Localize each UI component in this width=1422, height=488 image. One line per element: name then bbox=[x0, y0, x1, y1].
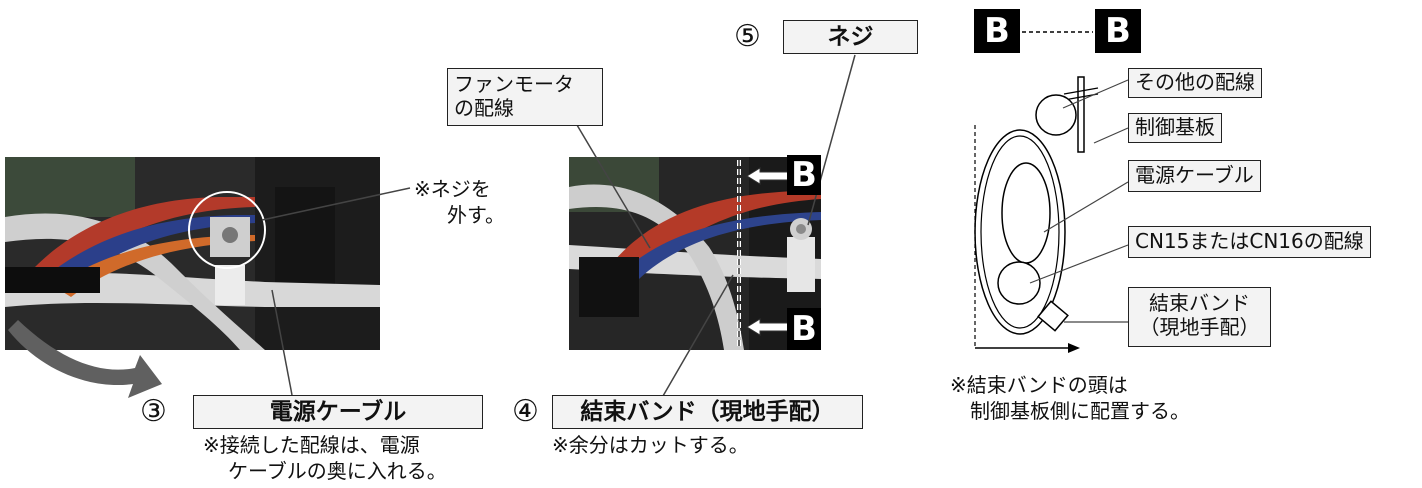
connected-wiring-note-line2: ケーブルの奥に入れる。 bbox=[228, 459, 447, 483]
fan-motor-wiring-line2: の配線 bbox=[454, 96, 514, 120]
fan-motor-wiring-line1: ファンモータ bbox=[454, 72, 574, 96]
other-wiring-label: その他の配線 bbox=[1128, 68, 1262, 98]
cut-excess-note: ※余分はカットする。 bbox=[552, 433, 749, 457]
section-marker-b-right: B bbox=[1095, 9, 1141, 53]
section-marker-b-photo-top: B bbox=[787, 155, 821, 195]
section-marker-b-photo-bottom: B bbox=[787, 308, 821, 350]
middle-photo bbox=[569, 157, 821, 350]
binding-band-cross-label: 結束バンド （現地手配） bbox=[1128, 287, 1271, 347]
power-cable-label: 電源ケーブル bbox=[193, 395, 483, 429]
binding-band-label: 結束バンド（現地手配） bbox=[552, 395, 863, 429]
cn-wiring-label: CN15またはCN16の配線 bbox=[1128, 226, 1371, 258]
callout-number-3: ③ bbox=[140, 394, 167, 429]
section-marker-b-left: B bbox=[974, 9, 1020, 53]
power-cable-cross-label: 電源ケーブル bbox=[1128, 160, 1261, 192]
screw-label: ネジ bbox=[783, 20, 918, 54]
screw-remove-note-line1: ※ネジを bbox=[414, 177, 491, 201]
binding-band-cross-line2: （現地手配） bbox=[1139, 315, 1260, 339]
callout-number-5: ⑤ bbox=[734, 19, 761, 54]
control-board-label: 制御基板 bbox=[1128, 113, 1222, 143]
band-head-note-line1: ※結束バンドの頭は bbox=[950, 373, 1128, 397]
connected-wiring-note-line1: ※接続した配線は、電源 bbox=[203, 433, 420, 457]
screw-remove-note-line2: 外す。 bbox=[447, 203, 505, 227]
callout-number-4: ④ bbox=[512, 394, 539, 429]
fan-motor-wiring-label: ファンモータ の配線 bbox=[447, 68, 603, 126]
binding-band-cross-line1: 結束バンド bbox=[1149, 291, 1250, 315]
band-head-note-line2: 制御基板側に配置する。 bbox=[970, 399, 1190, 423]
